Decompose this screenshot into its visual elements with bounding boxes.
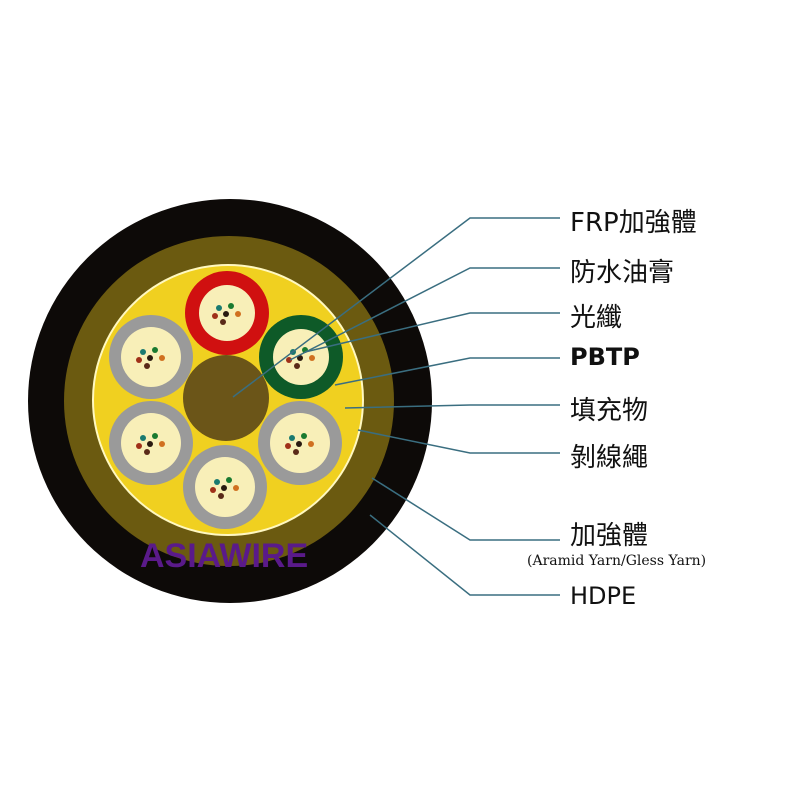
frp-center xyxy=(183,355,269,441)
leader-line xyxy=(334,357,560,386)
fiber-dot xyxy=(293,449,299,455)
fiber-dot xyxy=(308,441,314,447)
buffer-tube xyxy=(109,401,193,485)
tubes xyxy=(109,271,343,529)
fiber-dot xyxy=(289,435,295,441)
buffer-tube xyxy=(259,315,343,399)
buffer-tube xyxy=(183,445,267,529)
fiber-dot xyxy=(147,441,153,447)
brand-logo-text: ASIAWIRE xyxy=(140,537,309,575)
label-frp: FRP加強體 xyxy=(570,208,697,238)
leader-line xyxy=(357,429,560,454)
fiber-dot xyxy=(226,477,232,483)
fiber-dot xyxy=(285,443,291,449)
label-strength-sub: (Aramid Yarn/Gless Yarn) xyxy=(527,553,707,569)
fiber-dot xyxy=(218,493,224,499)
fiber-dot xyxy=(214,479,220,485)
fiber-dot xyxy=(309,355,315,361)
fiber-dot xyxy=(159,355,165,361)
leader-line xyxy=(232,217,560,398)
fiber-dot xyxy=(220,319,226,325)
leader-lines xyxy=(232,217,560,596)
buffer-tube xyxy=(258,401,342,485)
fiber-dot xyxy=(221,485,227,491)
label-pbtp: PBTP xyxy=(570,343,640,371)
fiber-dot xyxy=(212,313,218,319)
buffer-tube xyxy=(109,315,193,399)
fiber-dot xyxy=(301,433,307,439)
fiber-dot xyxy=(147,355,153,361)
fiber-dot xyxy=(140,349,146,355)
fiber-dot xyxy=(233,485,239,491)
leader-line xyxy=(289,267,560,361)
leader-line xyxy=(344,404,560,409)
fiber-dot xyxy=(228,303,234,309)
fiber-dot xyxy=(223,311,229,317)
fiber-dot xyxy=(144,363,150,369)
leader-line xyxy=(304,312,560,353)
fiber-dot xyxy=(286,357,292,363)
fiber-dot xyxy=(210,487,216,493)
label-ripcord: 剝線繩 xyxy=(570,443,649,473)
fiber-dot xyxy=(152,347,158,353)
label-hdpe: HDPE xyxy=(570,582,637,610)
fiber-dot xyxy=(159,441,165,447)
fiber-dot xyxy=(136,443,142,449)
fiber-dot xyxy=(152,433,158,439)
fiber-dot xyxy=(297,355,303,361)
fiber-dot xyxy=(296,441,302,447)
fiber-dot xyxy=(216,305,222,311)
buffer-tube xyxy=(185,271,269,355)
label-filler: 填充物 xyxy=(570,396,649,426)
fiber-dot xyxy=(136,357,142,363)
leader-line xyxy=(371,477,560,541)
label-fiber: 光纖 xyxy=(570,303,623,333)
label-strength: 加強體 xyxy=(570,521,649,551)
fiber-dot xyxy=(294,363,300,369)
label-gel: 防水油膏 xyxy=(570,258,675,288)
fiber-dot xyxy=(140,435,146,441)
fiber-dot xyxy=(144,449,150,455)
fiber-dot xyxy=(235,311,241,317)
leader-line xyxy=(369,514,560,596)
